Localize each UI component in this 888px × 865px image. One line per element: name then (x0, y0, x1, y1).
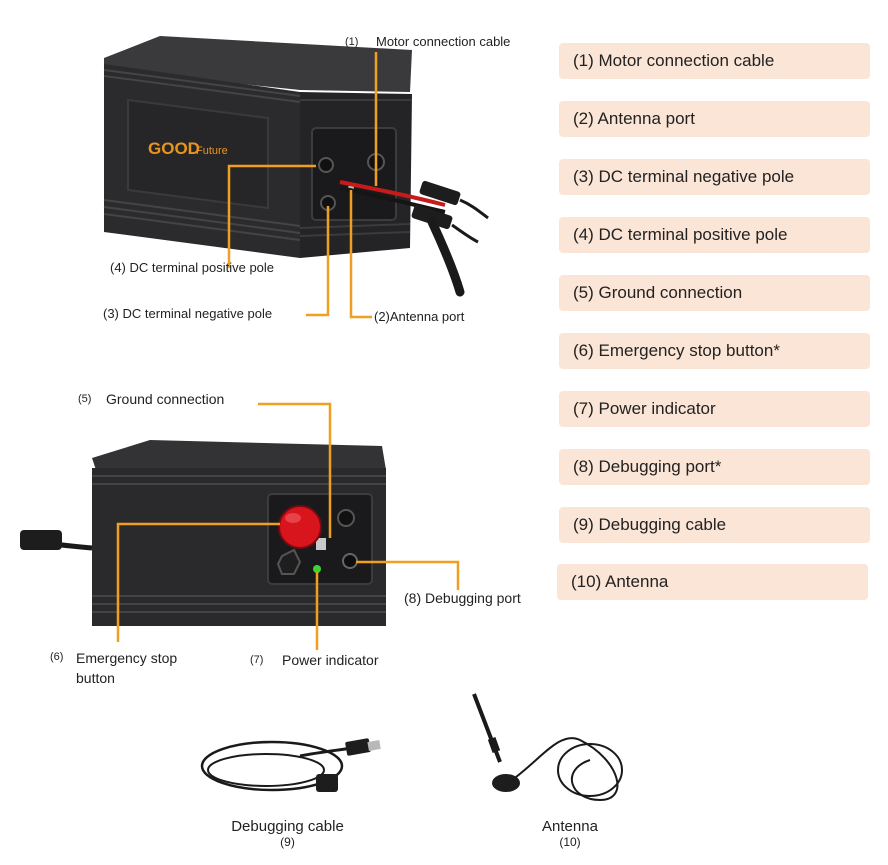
leader-lines-top (227, 52, 378, 319)
label-emergency-stop-line2: button (76, 670, 115, 686)
legend-item-7: (7) Power indicator (559, 391, 870, 427)
label-6-num: (6) (50, 651, 63, 663)
label-dc-negative: (3) DC terminal negative pole (103, 306, 272, 321)
controller-box-bottom (20, 440, 386, 626)
label-emergency-stop-line1: Emergency stop (76, 650, 177, 666)
debugging-cable-image (200, 738, 381, 792)
caption-debugging-cable: Debugging cable (9) (205, 818, 370, 849)
logo-text-future: Future (196, 145, 228, 157)
label-8-text: Debugging port (425, 590, 521, 606)
caption-debugging-cable-num: (9) (280, 835, 295, 849)
label-3-num: (3) (103, 306, 119, 321)
controller-box-top (103, 36, 489, 297)
label-1-num: (1) (345, 36, 358, 48)
label-4-num: (4) (110, 260, 126, 275)
legend-item-8: (8) Debugging port* (559, 449, 870, 485)
label-debugging-port: (8) Debugging port (404, 590, 521, 606)
label-7-num: (7) (250, 654, 263, 666)
label-antenna-port: (2)Antenna port (374, 309, 465, 324)
caption-antenna-label: Antenna (542, 818, 598, 835)
legend-item-10: (10) Antenna (557, 564, 868, 600)
caption-antenna: Antenna (10) (515, 818, 625, 849)
label-dc-positive: (4) DC terminal positive pole (110, 260, 274, 275)
legend-item-2: (2) Antenna port (559, 101, 870, 137)
caption-debugging-cable-label: Debugging cable (231, 818, 344, 835)
label-5-num: (5) (78, 393, 91, 405)
label-power-indicator: Power indicator (282, 652, 379, 668)
label-2-num: (2) (374, 309, 390, 324)
legend-item-3: (3) DC terminal negative pole (559, 159, 870, 195)
legend-item-9: (9) Debugging cable (559, 507, 870, 543)
leader-lines-bottom (116, 402, 460, 650)
legend-item-1: (1) Motor connection cable (559, 43, 870, 79)
label-motor-cable: Motor connection cable (376, 34, 510, 49)
label-2-text: Antenna port (390, 309, 465, 324)
legend-item-4: (4) DC terminal positive pole (559, 217, 870, 253)
logo-text-good: GOOD (148, 139, 200, 158)
good-future-logo: GOOD Future (148, 139, 228, 158)
caption-antenna-num: (10) (559, 835, 581, 849)
label-4-text: DC terminal positive pole (130, 260, 275, 275)
emergency-stop-button (278, 505, 322, 549)
label-ground-connection: Ground connection (106, 391, 224, 407)
power-indicator-led (313, 565, 321, 573)
legend-item-5: (5) Ground connection (559, 275, 870, 311)
label-8-num: (8) (404, 590, 421, 606)
legend-item-6: (6) Emergency stop button* (559, 333, 870, 369)
antenna-image (472, 693, 623, 802)
label-3-text: DC terminal negative pole (123, 306, 273, 321)
